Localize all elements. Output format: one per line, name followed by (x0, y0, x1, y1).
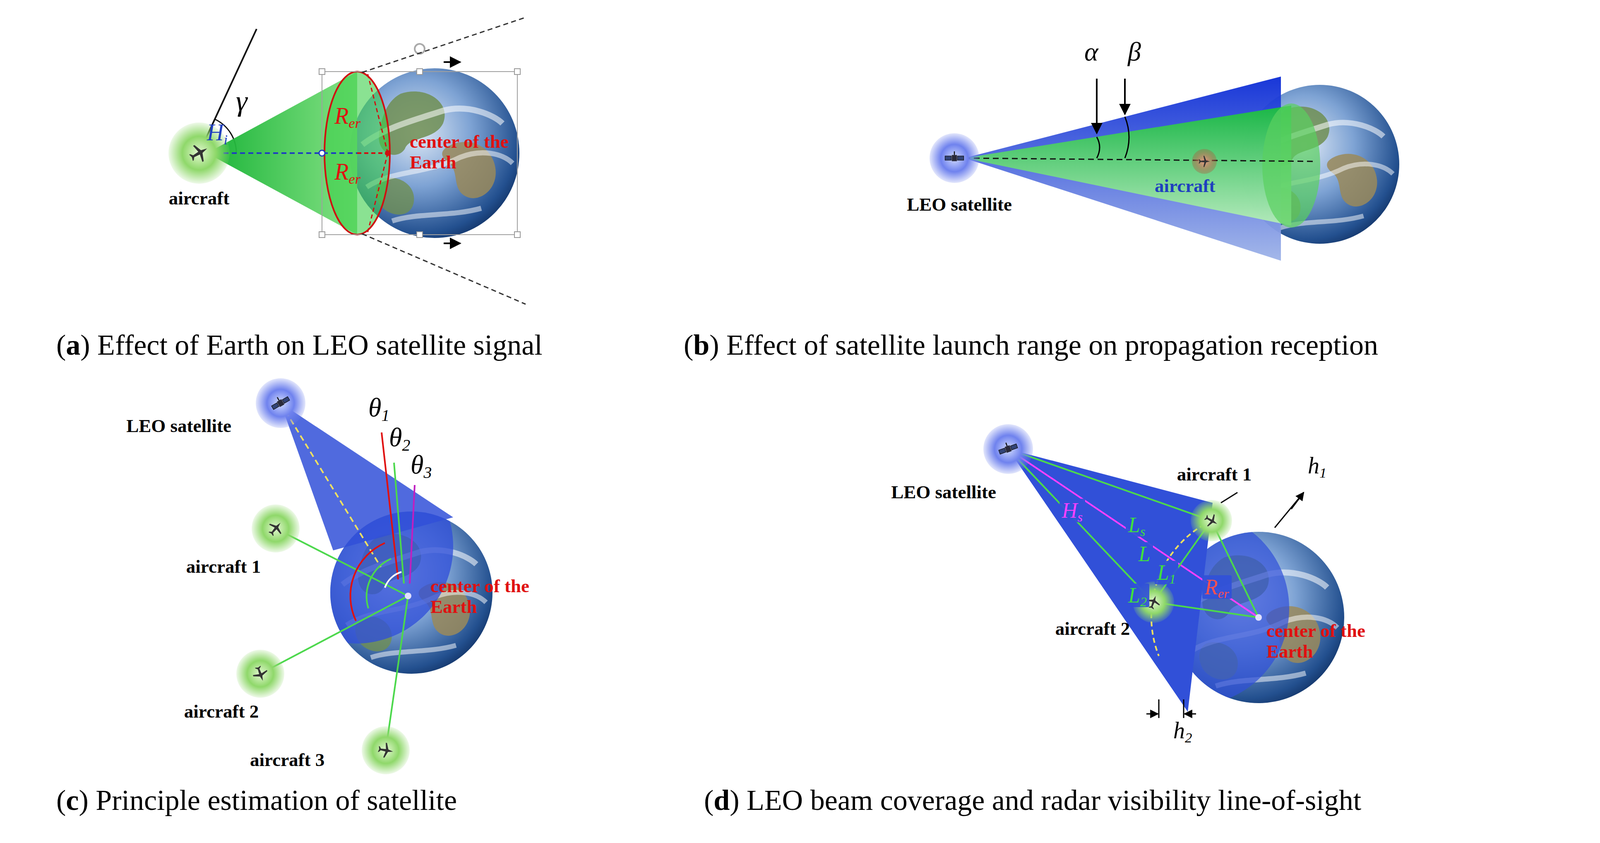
panel-d-art (983, 424, 1345, 719)
angle-symbol: θ2 (389, 422, 411, 452)
satellite-label: LEO satellite (891, 482, 997, 503)
subfigure-caption: (a) Effect of Earth on LEO satellite sig… (56, 329, 543, 361)
distance-label: L (1136, 542, 1154, 566)
height-label: h1 (1307, 453, 1327, 479)
earth-center-label: center of the Earth (430, 576, 534, 618)
panel-b-art (929, 76, 1400, 261)
distance-label: Ls (1125, 513, 1148, 537)
distance-label: L1 (1154, 560, 1179, 585)
aircraft-label: aircraft 1 (186, 556, 261, 578)
angle-symbol: γ (235, 84, 248, 117)
angle-symbol: β (1127, 37, 1142, 67)
height-label: h2 (1173, 718, 1192, 744)
satellite-label: LEO satellite (906, 194, 1012, 216)
aircraft-label: aircraft 3 (249, 749, 325, 771)
aircraft-label: aircraft (168, 188, 230, 210)
subfigure-caption: (b) Effect of satellite launch range on … (683, 329, 1379, 361)
satellite-label: LEO satellite (126, 415, 232, 437)
aircraft-label: aircraft 2 (184, 701, 259, 723)
aircraft-label: aircraft 1 (1177, 464, 1252, 486)
panel-a-art (168, 17, 526, 305)
earth-center-label: center of the Earth (409, 131, 514, 173)
aircraft-label: aircraft 2 (1055, 618, 1130, 640)
earth-center-label: center of the Earth (1266, 620, 1370, 662)
radius-label: Rer (334, 159, 361, 185)
distance-label: L2 (1125, 583, 1150, 608)
radius-label: Rer (334, 103, 361, 130)
distance-label: Hi (206, 120, 228, 146)
distance-label: Hs (1059, 498, 1086, 523)
subfigure-caption: (d) LEO beam coverage and radar visibili… (703, 784, 1362, 817)
angle-symbol: α (1084, 37, 1099, 67)
angle-symbol: θ1 (368, 393, 390, 423)
subfigure-caption: (c) Principle estimation of satellite (56, 784, 457, 817)
aircraft-label: aircraft (1154, 175, 1216, 197)
radius-label: Rer (1202, 575, 1232, 599)
angle-symbol: θ3 (410, 450, 432, 480)
